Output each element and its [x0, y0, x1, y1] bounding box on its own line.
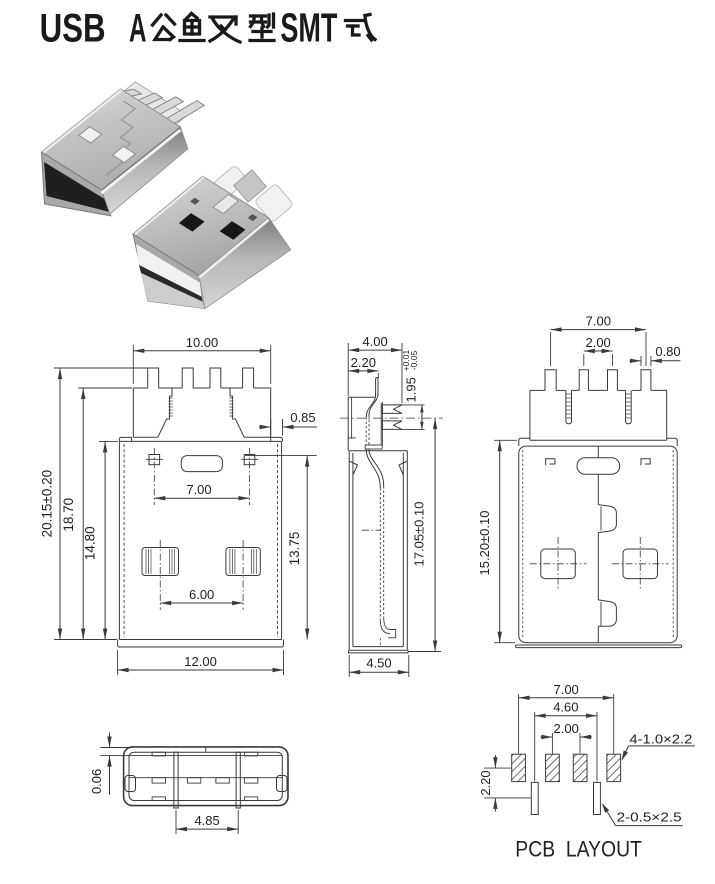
svg-text:0.06: 0.06 — [89, 769, 104, 794]
svg-text:4.00: 4.00 — [362, 334, 387, 349]
svg-text:USB: USB — [40, 7, 106, 51]
svg-text:4-1.0×2.2: 4-1.0×2.2 — [629, 732, 692, 747]
svg-text:7.00: 7.00 — [553, 682, 578, 697]
svg-text:6.00: 6.00 — [189, 587, 214, 602]
svg-text:12.00: 12.00 — [184, 654, 217, 669]
svg-text:A: A — [129, 7, 147, 51]
svg-text:PCB LAYOUT: PCB LAYOUT — [515, 837, 642, 862]
svg-text:4.50: 4.50 — [366, 656, 391, 671]
svg-text:15.20±0.10: 15.20±0.10 — [477, 511, 492, 576]
svg-text:13.75: 13.75 — [287, 532, 302, 566]
svg-text:17.05±0.10: 17.05±0.10 — [412, 502, 427, 567]
svg-text:4.85: 4.85 — [194, 813, 219, 828]
svg-text:-0.05: -0.05 — [409, 351, 419, 371]
svg-text:2.00: 2.00 — [554, 721, 579, 736]
svg-text:2-0.5×2.5: 2-0.5×2.5 — [617, 810, 682, 825]
svg-text:2.20: 2.20 — [478, 770, 493, 795]
svg-text:0.80: 0.80 — [655, 344, 680, 359]
svg-text:14.80: 14.80 — [83, 526, 98, 560]
svg-text:7.00: 7.00 — [586, 314, 611, 329]
svg-text:4.60: 4.60 — [553, 700, 578, 715]
svg-text:2.00: 2.00 — [585, 335, 610, 350]
svg-text:2.20: 2.20 — [351, 355, 376, 370]
svg-text:10.00: 10.00 — [186, 335, 219, 350]
svg-text:7.00: 7.00 — [186, 482, 211, 497]
svg-text:SMT: SMT — [280, 5, 337, 51]
svg-text:1.95: 1.95 — [404, 377, 419, 402]
svg-text:18.70: 18.70 — [61, 498, 76, 532]
svg-text:20.15±0.20: 20.15±0.20 — [40, 470, 55, 537]
svg-text:0.85: 0.85 — [290, 410, 315, 425]
svg-text:+0.01: +0.01 — [401, 349, 411, 371]
